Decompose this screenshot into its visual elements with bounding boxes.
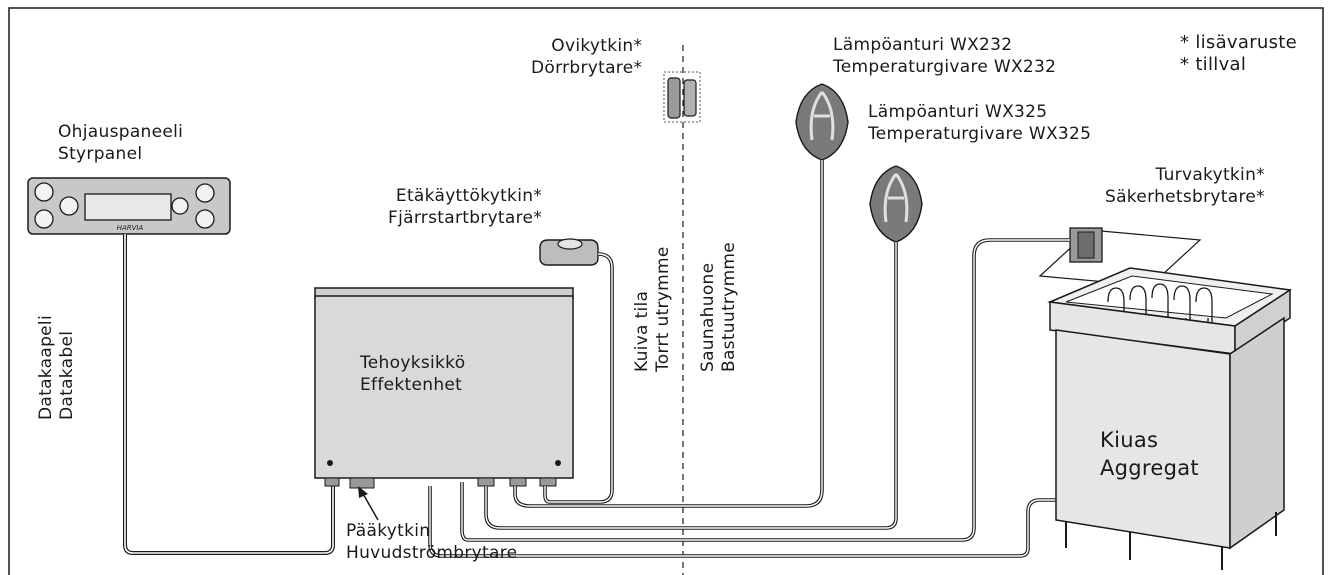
- legend-label: * lisävaruste* tillval: [1180, 32, 1298, 75]
- sensor-wx325-icon: [869, 165, 923, 243]
- frame: [8, 7, 1324, 575]
- sensor-wx232-icon: [795, 83, 849, 161]
- door-switch-icon: [663, 71, 701, 123]
- door-switch-label: Ovikytkin*Dörrbrytare*: [531, 36, 643, 78]
- remote-switch-icon: [539, 238, 599, 266]
- control-panel-icon: HARVIA: [27, 177, 231, 235]
- power-unit-icon: [314, 287, 574, 489]
- heater-icon: [1047, 267, 1293, 570]
- remote-switch-label: Etäkäyttökytkin*Fjärrstartbrytare*: [388, 186, 543, 228]
- data-cable: [123, 234, 335, 555]
- main-switch-arrow: [358, 486, 379, 521]
- heater-cable: [428, 486, 1080, 558]
- safety-switch-label: Turvakytkin*Säkerhetsbrytare*: [1105, 165, 1265, 207]
- panel-brand: HARVIA: [117, 224, 144, 232]
